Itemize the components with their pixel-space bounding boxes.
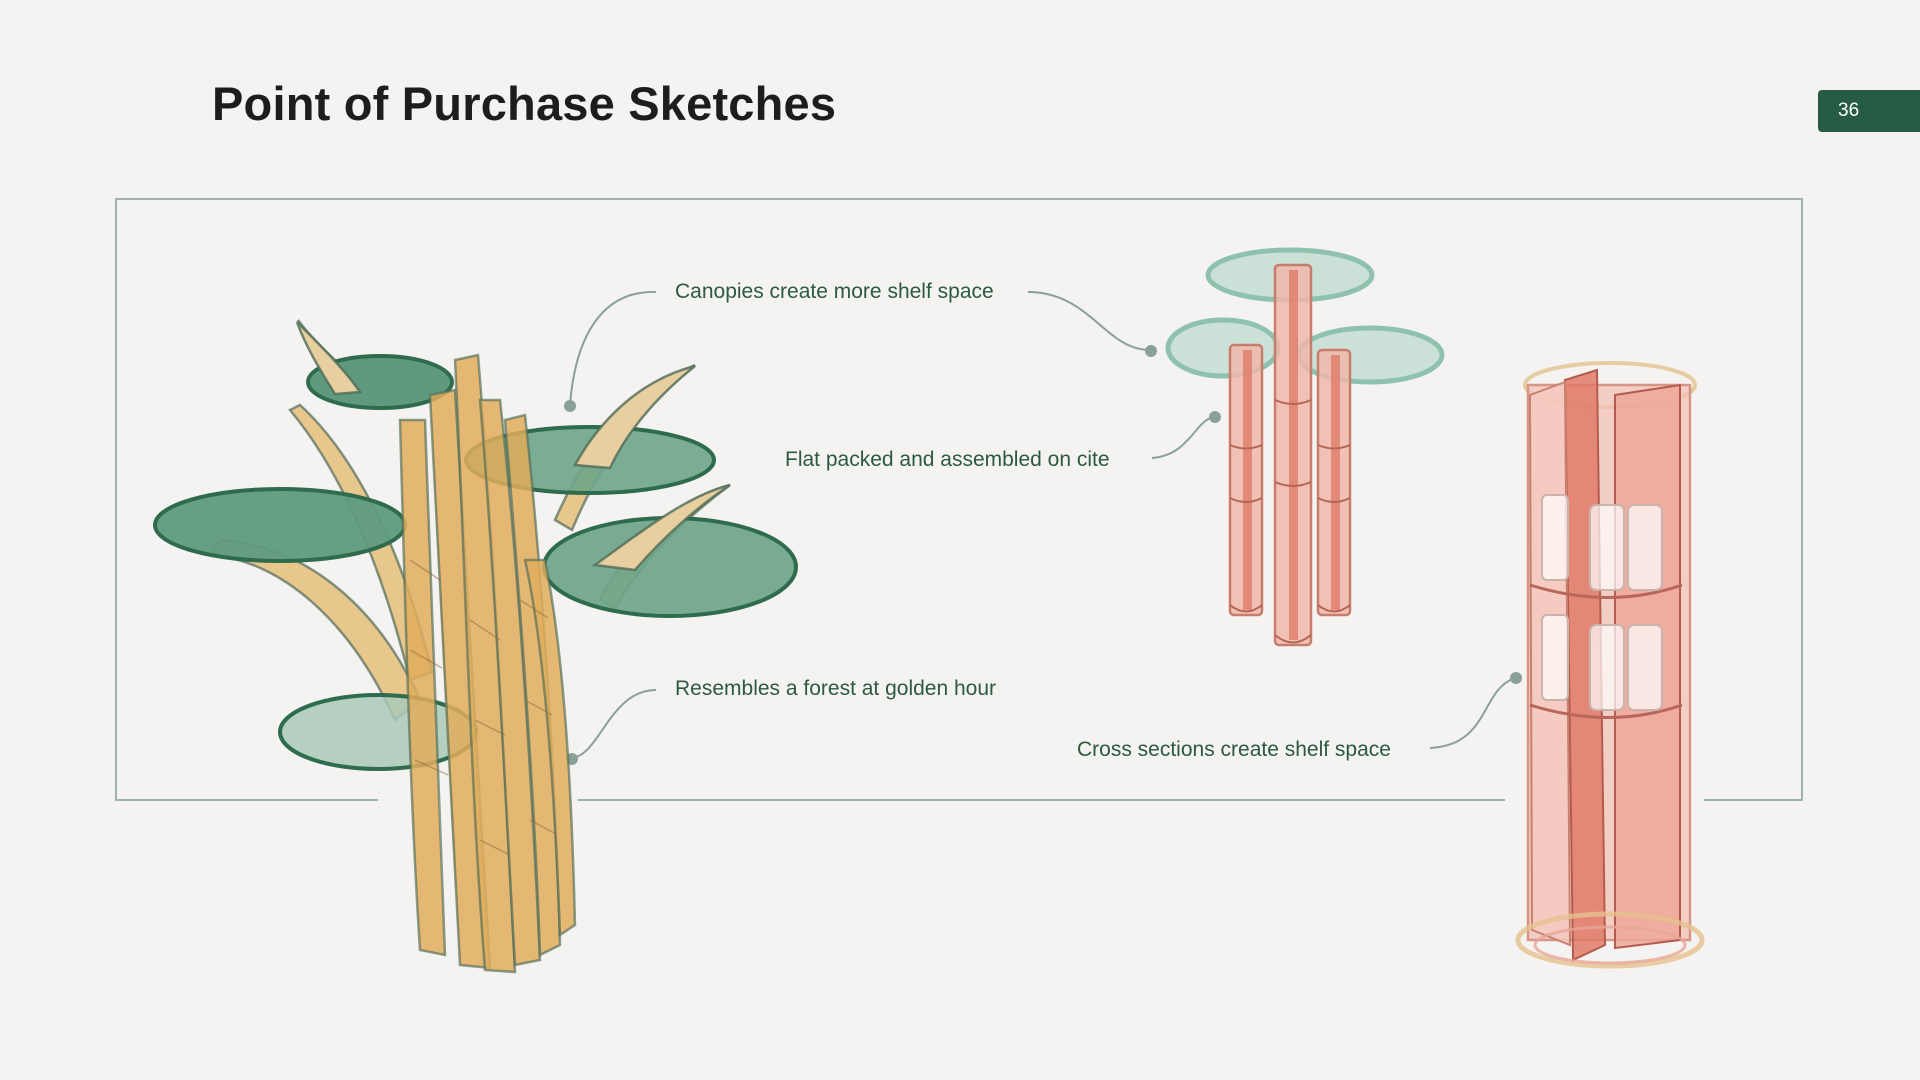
pillar-right-fin [1331,355,1340,610]
pillars-display-sketch [1165,247,1445,647]
leader-lines [564,290,1522,765]
shelf-lower [1529,703,1683,719]
callout-forest: Resembles a forest at golden hour [675,677,997,700]
canopy-top-left [306,354,454,410]
frame-border [115,198,1803,801]
shelf-upper [1529,583,1683,599]
pillar-left-fin [1243,350,1252,610]
leader-canopies-right [1027,291,1151,351]
leader-forest [571,689,657,759]
page-title: Point of Purchase Sketches [212,77,837,130]
callout-flat-packed: Flat packed and assembled on cite [785,448,1110,471]
pillar-center-fin [1289,270,1298,640]
tree-display-sketch [153,319,798,974]
callout-cross-sections: Cross sections create shelf space [1077,738,1391,761]
leader-cross-sections [1429,677,1516,749]
page-number-badge: 36 [1818,90,1920,132]
leader-canopies-left [569,290,657,406]
leaf-top-right [572,364,696,470]
leader-flat-packed [1151,416,1215,459]
canopy-left [153,487,407,563]
trunk-plank-6 [523,558,577,938]
jar-4 [1541,614,1569,701]
jar-5 [1589,624,1625,711]
trunk-plank-1 [398,418,447,957]
callout-canopies: Canopies create more shelf space [675,280,994,303]
leaf-right-lower [591,483,731,572]
leaf-top-left [295,321,363,396]
cylinder-display-sketch [1515,361,1705,969]
jar-3 [1627,504,1663,591]
jar-6 [1627,624,1663,711]
jar-2 [1589,504,1625,591]
jar-1 [1541,494,1569,581]
